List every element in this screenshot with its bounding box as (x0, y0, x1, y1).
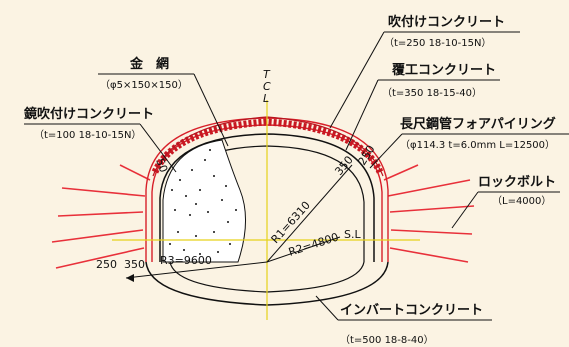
r2-line (266, 236, 341, 263)
rock-bolt-line (55, 247, 145, 269)
label-dim-50: 50 (153, 157, 170, 175)
label-face-shotcrete-spec: （t=100 18-10-15N） (34, 129, 141, 141)
label-dim-350: 350 (124, 258, 145, 271)
label-mesh-spec: （φ5×150×150） (100, 79, 188, 91)
label-dim-250: 250 (96, 258, 117, 271)
leader-lines (24, 31, 569, 321)
label-tcl-l: L (263, 92, 269, 105)
face-shotcrete-area (162, 139, 247, 263)
label-r3: R3=9600 (160, 254, 212, 267)
label-sl: S.L (344, 228, 361, 241)
label-tcl-t: T (263, 68, 271, 81)
r1-line (266, 164, 353, 263)
label-steel-pipe: 長尺鋼管フォアパイリング (400, 116, 556, 132)
label-face-shotcrete: 鏡吹付けコンクリート (24, 106, 154, 122)
label-shotcrete-spec: （t=250 18-10-15N） (384, 37, 491, 49)
label-mesh: 金 網 (129, 56, 169, 72)
label-steel-pipe-spec: （φ114.3 t=6.0mm L=12500） (400, 139, 555, 151)
rock-bolt-line (387, 179, 471, 197)
rock-bolt-line (390, 229, 473, 235)
label-r2: R2=4800 (287, 230, 340, 258)
rock-bolt-line (61, 187, 146, 197)
rock-bolt-line (389, 205, 475, 213)
label-shotcrete: 吹付けコンクリート (388, 14, 505, 30)
r3-line (125, 261, 268, 279)
rock-bolt-line (51, 229, 144, 243)
label-invert: インバートコンクリート (340, 303, 483, 318)
r3-arrow (126, 274, 134, 282)
stipple-dots (169, 149, 237, 255)
label-tcl-c: C (263, 80, 271, 93)
rock-bolt-line (119, 164, 151, 181)
label-invert-spec: （t=500 18-8-40） (340, 334, 434, 346)
label-dim-350-top: 350 (332, 153, 355, 177)
label-rock-bolt-spec: （L=4000） (492, 195, 551, 207)
rock-bolt-line (383, 164, 419, 181)
label-rock-bolt: ロックボルト (478, 174, 556, 190)
label-r1: R1=6310 (269, 199, 313, 246)
label-lining-spec: （t=350 18-15-40） (382, 87, 482, 99)
rock-bolt-line (389, 247, 469, 263)
rock-bolts (51, 164, 475, 269)
label-lining: 覆工コンクリート (392, 63, 496, 78)
forepiling-band (151, 118, 384, 174)
rock-bolt-line (57, 211, 144, 217)
